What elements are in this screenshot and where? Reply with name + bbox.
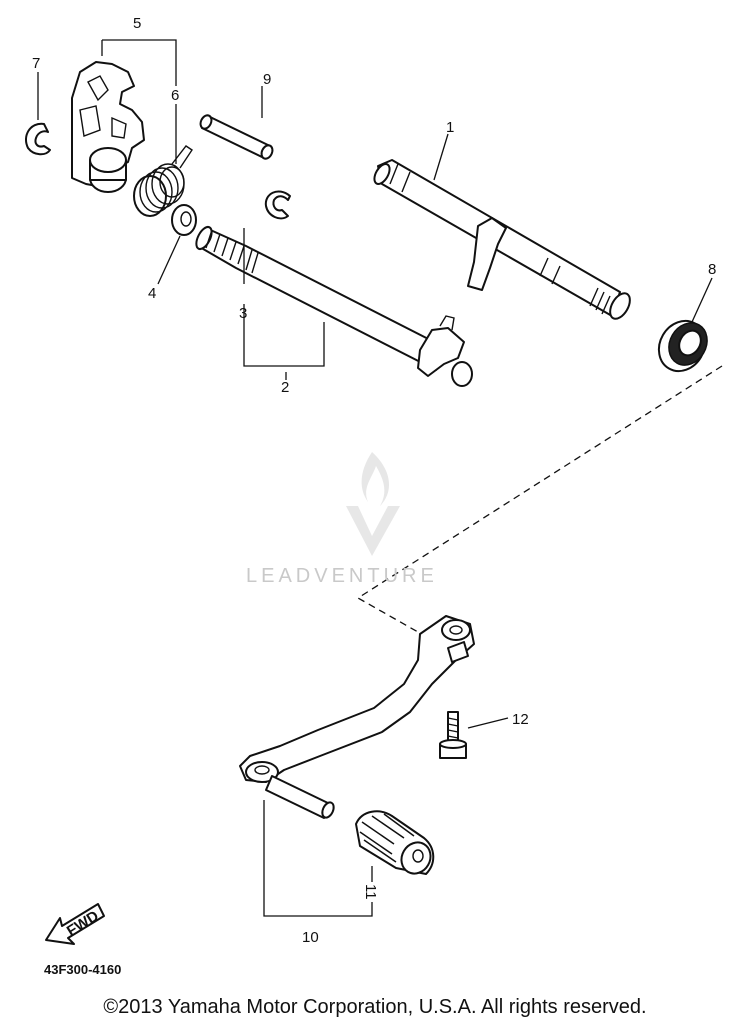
fwd-arrow-icon: FWD [45,903,105,945]
diagram-code: 43F300-4160 [44,962,122,977]
callout-4: 4 [148,285,156,302]
assembly-line [356,365,723,633]
shift-shaft [195,225,473,387]
bolt [439,711,467,759]
callout-11: 11 [362,884,379,900]
callout-1: 1 [446,119,454,136]
callout-8: 8 [708,261,716,278]
oil-seal [657,319,708,373]
callout-6: 6 [171,87,179,104]
callout-2: 2 [281,379,289,396]
washer [171,204,197,236]
watermark-text: LEADVENTURE [246,565,438,587]
e-clip-left [25,122,51,156]
leader-lines [37,39,713,917]
watermark-logo [346,452,400,556]
dowel-pin [199,114,274,160]
shift-drum-shaft [373,159,631,320]
callout-labels: 5 6 7 9 1 8 4 3 2 12 11 10 [32,15,716,946]
e-clip-shaft [264,190,291,220]
pedal-rubber [355,810,435,875]
callout-10: 10 [302,929,319,946]
shift-arm-assembly [71,61,145,193]
torsion-spring [133,145,193,217]
copyright-notice: ©2013 Yamaha Motor Corporation, U.S.A. A… [103,996,647,1018]
change-pedal [239,615,475,819]
callout-7: 7 [32,55,40,72]
callout-9: 9 [263,71,271,88]
callout-3: 3 [239,305,247,322]
callout-12: 12 [512,711,529,728]
callout-5: 5 [133,15,141,32]
